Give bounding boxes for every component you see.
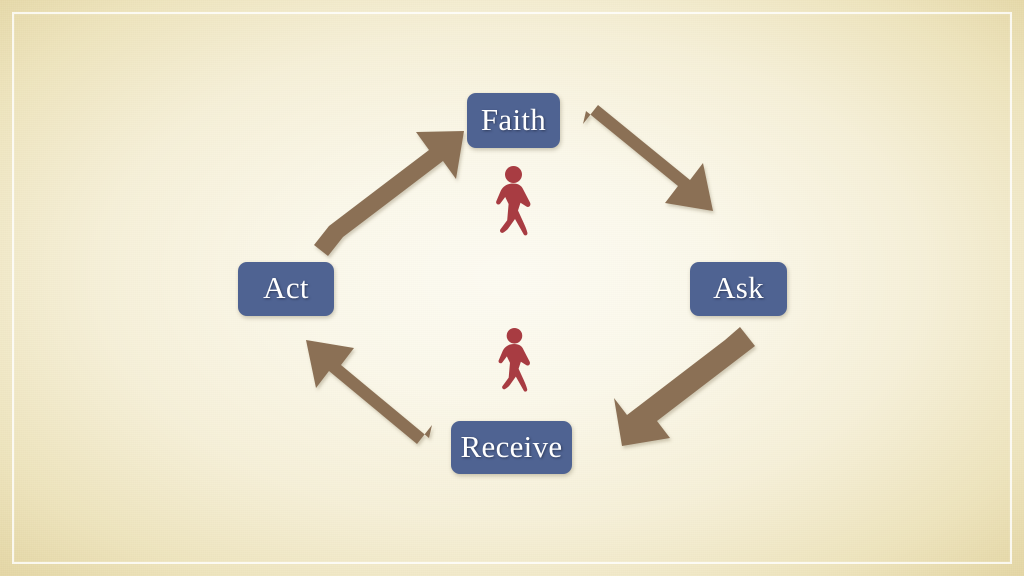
walking-person-icon bbox=[498, 328, 530, 392]
arrow-ask-to-receive bbox=[614, 327, 755, 446]
cycle-node-receive[interactable]: Receive bbox=[451, 421, 572, 474]
cycle-node-ask-label: Ask bbox=[713, 270, 764, 305]
cycle-node-ask[interactable]: Ask bbox=[690, 262, 787, 316]
cycle-node-receive-label: Receive bbox=[460, 428, 563, 464]
cycle-node-act-label: Act bbox=[263, 270, 309, 305]
walking-person-icon bbox=[496, 166, 531, 236]
arrow-act-to-faith bbox=[314, 131, 464, 256]
cycle-node-faith[interactable]: Faith bbox=[467, 93, 560, 148]
cycle-node-faith-label: Faith bbox=[480, 101, 547, 137]
cycle-node-act[interactable]: Act bbox=[238, 262, 334, 316]
arrow-faith-to-ask bbox=[583, 105, 713, 211]
arrow-receive-to-act bbox=[306, 340, 432, 444]
